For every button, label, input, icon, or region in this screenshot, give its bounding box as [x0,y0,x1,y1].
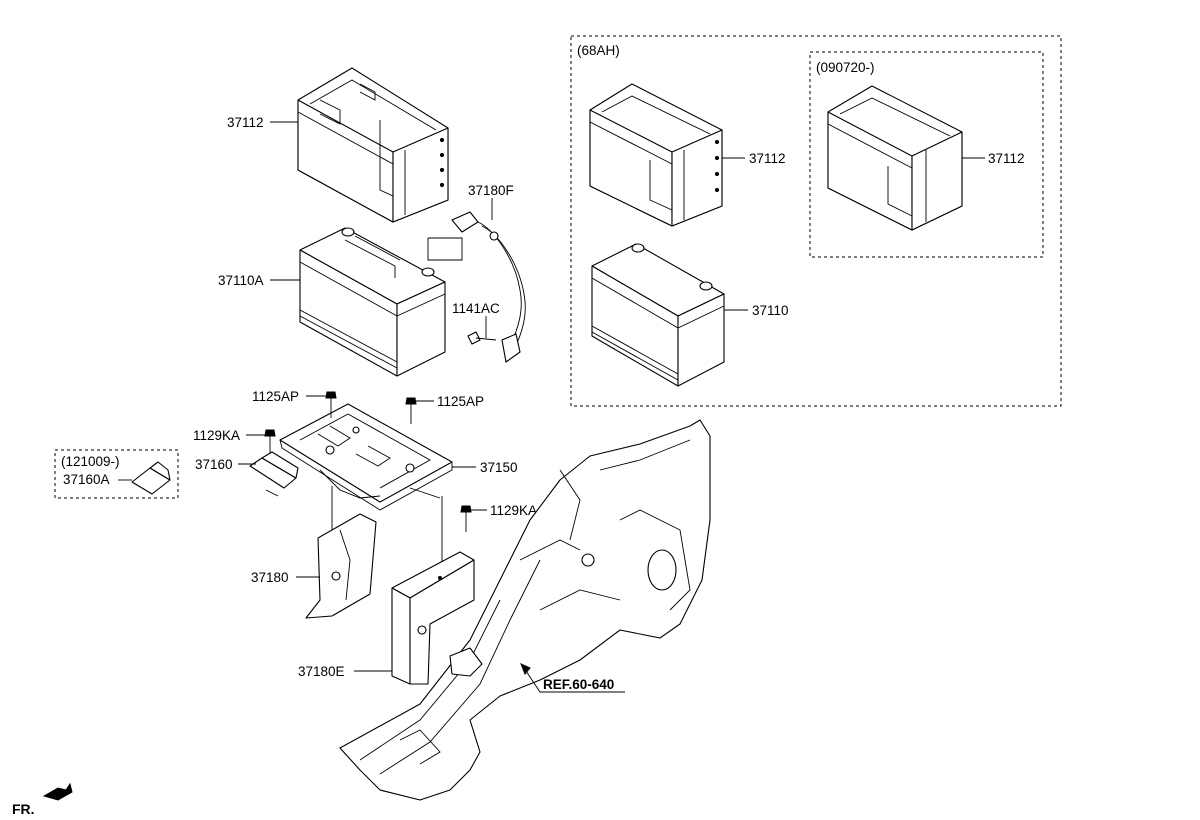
variant-label-121009: (121009-) [61,454,120,469]
label-cover-main: 37112 [227,115,264,130]
label-bolt-tray-left: 1125AP [252,389,299,404]
label-cover-68ah: 37112 [749,151,786,166]
bolt-1125ap-left [325,391,337,418]
front-indicator-label: FR. [12,801,35,817]
variant-box-090720 [809,51,1044,258]
battery-68ah [591,243,725,387]
label-bolt-cable: 1141AC [452,301,500,316]
bolt-1141ac [467,331,497,345]
label-tray: 37150 [480,460,518,475]
bolt-1129ka-right [460,505,472,532]
bolt-1125ap-right [405,397,417,424]
label-cover-090720: 37112 [988,151,1025,166]
bracket-37180e [391,551,475,685]
variant-label-68ah: (68AH) [577,43,620,58]
battery-cover-main [297,67,449,223]
label-battery-68ah: 37110 [752,303,789,318]
label-bracket-front: 37180E [298,664,345,679]
battery-tray [279,403,453,511]
bolt-1129ka-left [264,429,276,456]
battery-cover-090720 [827,85,963,231]
label-cable: 37180F [468,183,514,198]
bracket-37160a [131,461,171,495]
bracket-37180 [305,513,377,619]
body-structure [339,419,711,801]
label-battery-main: 37110A [218,273,264,288]
label-bolt-bracket-right: 1129KA [490,503,537,518]
variant-box-121009 [54,449,179,499]
variant-box-68ah [570,35,1062,407]
label-bracket-small: 37160 [195,457,233,472]
label-bracket-left: 37180 [251,570,289,585]
variant-label-090720: (090720-) [816,60,875,75]
battery-cover-68ah [589,83,723,227]
battery-main [299,227,446,377]
reference-label: REF.60-640 [543,677,614,692]
battery-cable [427,211,526,363]
front-arrow-icon [42,782,73,801]
label-bolt-bracket-left: 1129KA [193,428,240,443]
label-bolt-tray-right: 1125AP [437,394,484,409]
label-bracket-small-alt: 37160A [63,472,110,487]
bracket-37160 [249,451,299,497]
